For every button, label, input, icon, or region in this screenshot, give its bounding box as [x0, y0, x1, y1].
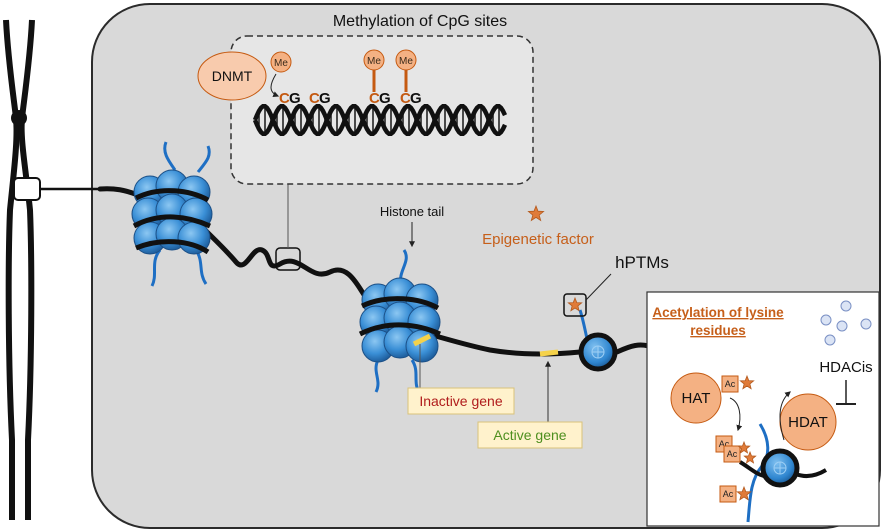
bound-ac-star-icon-1	[737, 440, 751, 454]
hptms-pointer	[585, 273, 612, 301]
hdaci-molecules-icon	[820, 300, 872, 346]
inactive-gene-box	[407, 387, 515, 415]
svg-text:G: G	[410, 90, 422, 107]
dna-double-helix	[252, 103, 508, 137]
cpg-site-2: C G	[309, 90, 331, 107]
single-nucleosome	[578, 309, 618, 372]
epigenetic-factor-star-icon	[527, 204, 545, 222]
cpg-site-1: C G	[279, 90, 301, 107]
hptm-zoom-box	[563, 293, 587, 317]
centromere-icon	[11, 110, 27, 126]
bound-ac-star-icon-2	[743, 450, 757, 464]
dnmt-transfer-arrow	[270, 73, 280, 97]
active-gene-segment	[539, 349, 559, 357]
dnmt-enzyme	[197, 51, 267, 101]
chromosome	[3, 19, 41, 520]
bound-ac-tag-2: Ac	[723, 445, 741, 463]
acetylation-title-line2: residues	[690, 323, 746, 338]
methylation-title: Methylation of CpG sites	[333, 13, 507, 30]
svg-text:G: G	[319, 90, 331, 107]
svg-text:G: G	[289, 90, 301, 107]
dna-backbone-strand-2	[252, 103, 508, 137]
active-gene-box	[477, 421, 583, 449]
active-gene-label: Active gene	[493, 427, 566, 443]
chromatin-fiber	[97, 186, 658, 357]
methyl-group-2: Me	[363, 49, 385, 92]
svg-text:C: C	[400, 90, 411, 107]
svg-text:C: C	[369, 90, 380, 107]
dnmt-label: DNMT	[212, 68, 253, 84]
cpg-site-4: C G	[400, 90, 422, 107]
hdacis-label: HDACis	[819, 359, 872, 376]
acetylation-title-line1: Acetylation of lysine	[652, 305, 784, 320]
svg-text:Me: Me	[367, 56, 381, 67]
chromosome-zoom-box	[13, 177, 41, 201]
hat-label: HAT	[682, 390, 711, 407]
panel-dna-strand	[738, 460, 828, 479]
hat-enzyme	[670, 372, 722, 424]
svg-text:Ac: Ac	[725, 379, 736, 389]
hat-acetylation-arrow	[729, 397, 743, 432]
methyl-group-3: Me	[395, 49, 417, 92]
svg-text:Ac: Ac	[723, 489, 734, 499]
svg-text:Me: Me	[274, 58, 288, 69]
methylation-panel	[230, 35, 534, 185]
hdat-deacetylation-arrow	[779, 391, 791, 441]
epigenetic-factor-label: Epigenetic factor	[482, 231, 594, 248]
nucleosome-cluster-2	[358, 249, 442, 395]
cpg-site-3: C G	[369, 90, 391, 107]
svg-text:Me: Me	[399, 56, 413, 67]
bound-ac-star-icon-3	[736, 485, 752, 501]
histone-tail-label: Histone tail	[380, 204, 444, 219]
inactive-gene-label: Inactive gene	[419, 393, 502, 409]
panel-nucleosome	[760, 448, 800, 488]
bound-ac-tag-3: Ac	[719, 485, 737, 503]
hptm-star-icon	[567, 296, 583, 312]
svg-text:Ac: Ac	[719, 439, 730, 449]
hptms-label: hPTMs	[615, 253, 669, 272]
svg-text:C: C	[279, 90, 290, 107]
svg-text:Ac: Ac	[727, 449, 738, 459]
svg-text:C: C	[309, 90, 320, 107]
methyl-group-1: Me	[270, 51, 292, 73]
free-ac-star-icon	[739, 374, 755, 390]
free-ac-tag: Ac	[721, 375, 739, 393]
nucleosome-cluster-1	[131, 141, 213, 287]
svg-text:G: G	[379, 90, 391, 107]
hdat-label: HDAT	[788, 414, 828, 431]
